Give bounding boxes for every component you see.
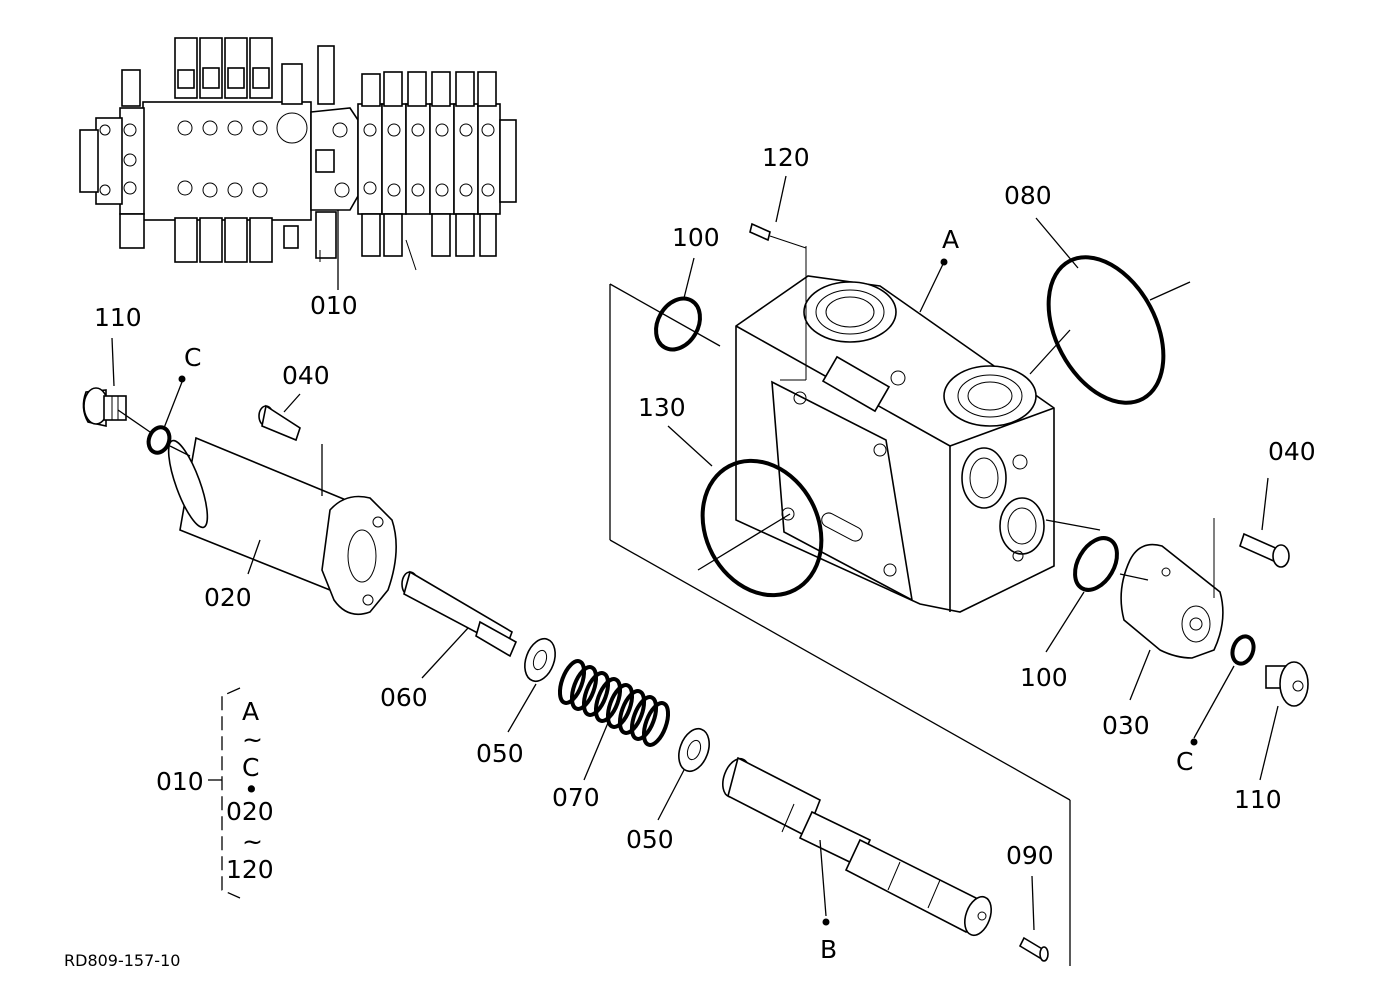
label-010-top: 010	[310, 291, 358, 320]
label-080: 080	[1004, 181, 1052, 210]
label-060: 060	[380, 683, 428, 712]
plug-110-right	[1265, 661, 1309, 707]
label-020: 020	[204, 583, 252, 612]
label-110-left: 110	[94, 303, 142, 332]
legend-assembly: 010	[156, 767, 204, 796]
legend-from-part: 020	[226, 797, 274, 826]
cylinder-020	[167, 436, 397, 616]
bolt-040-left	[258, 404, 301, 442]
legend-tilde-2: ~	[242, 827, 263, 856]
label-120: 120	[762, 143, 810, 172]
screw-120	[749, 222, 807, 249]
o-ring-c-right	[1230, 634, 1256, 666]
legend-from-ref: A	[242, 697, 259, 726]
spool-b	[722, 756, 992, 937]
legend-to-part: 120	[226, 855, 274, 884]
label-070: 070	[552, 783, 600, 812]
valve-housing-a	[735, 246, 1055, 613]
o-ring-130	[700, 458, 824, 598]
cover-030	[1120, 518, 1224, 659]
label-030: 030	[1102, 711, 1150, 740]
washer-050-b	[678, 727, 710, 773]
label-040-right: 040	[1268, 437, 1316, 466]
reference-frame	[609, 283, 1071, 966]
label-100-top: 100	[672, 223, 720, 252]
washer-050-a	[524, 637, 556, 683]
bolt-040-right	[1239, 532, 1290, 568]
label-130: 130	[638, 393, 686, 422]
label-110-right: 110	[1234, 785, 1282, 814]
legend-dot: •	[244, 775, 259, 804]
drawing-id: RD809-157-10	[64, 951, 180, 970]
screw-090	[1018, 936, 1049, 962]
spring-070	[557, 659, 671, 747]
legend-tilde-1: ~	[242, 725, 263, 754]
label-040-left: 040	[282, 361, 330, 390]
reference-dots	[178, 258, 1198, 926]
plug-110-left	[82, 387, 127, 427]
label-100-right: 100	[1020, 663, 1068, 692]
o-ring-c-left	[146, 425, 172, 455]
label-b: B	[820, 935, 837, 964]
label-c-left: C	[184, 343, 201, 372]
control-valve-assembly-drawing	[79, 37, 517, 290]
label-c-right: C	[1176, 747, 1193, 776]
leader-lines	[111, 175, 1279, 931]
o-ring-100-right	[1073, 536, 1119, 592]
legend-bracket	[208, 687, 241, 899]
label-050-b: 050	[626, 825, 674, 854]
o-ring-080	[1046, 255, 1166, 405]
label-050-a: 050	[476, 739, 524, 768]
label-090: 090	[1006, 841, 1054, 870]
legend-to-ref: C	[242, 753, 259, 782]
rod-060	[401, 570, 518, 658]
o-ring-100-top	[654, 296, 702, 352]
label-a: A	[942, 225, 959, 254]
